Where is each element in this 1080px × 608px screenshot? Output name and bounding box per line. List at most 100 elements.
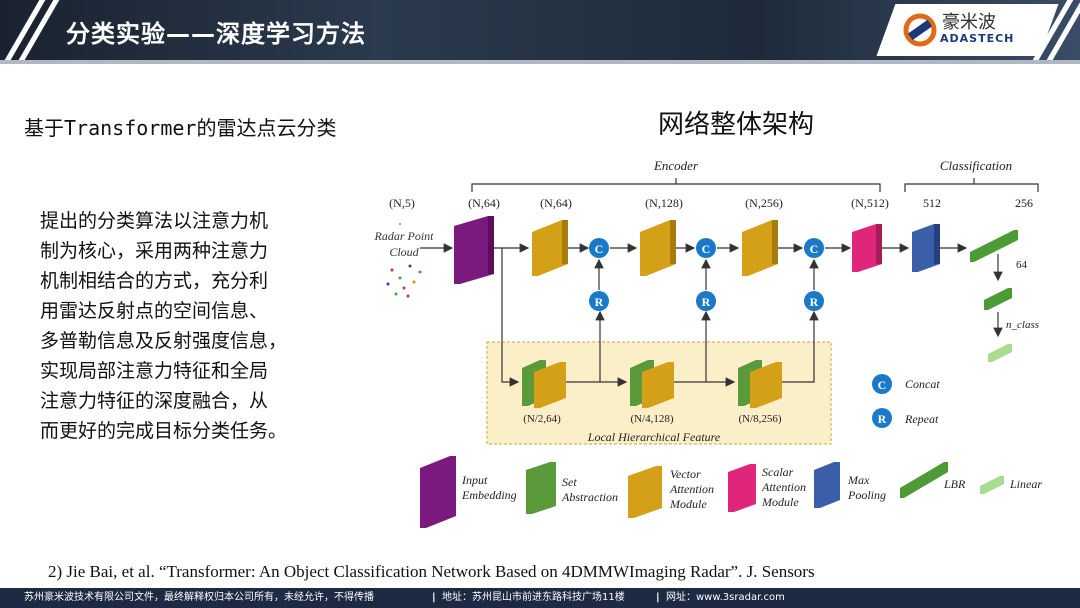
dim-embedding: (N,64) [468, 196, 500, 210]
legend-max-pooling-line1: Max [847, 473, 870, 487]
company-logo: 豪米波 ADASTECH [900, 6, 1050, 54]
dim-stage2: (N,128) [645, 196, 683, 210]
vector-attention-block-3 [742, 220, 778, 276]
footer-company-note: 苏州豪米波技术有限公司文件，最终解释权归本公司所有，未经允许，不得传播 [24, 592, 374, 603]
repeat-legend-icon [872, 408, 892, 428]
legend-vector-attention-line3: Module [669, 497, 707, 511]
local-set-abstraction-block-1 [522, 360, 566, 408]
legend-set-abstraction-line2: Abstraction [561, 490, 618, 504]
description-line: 注意力特征的深度融合，从 [40, 390, 269, 412]
description-line: 多普勒信息及反射强度信息， [40, 330, 288, 352]
concat-symbol: C [702, 242, 711, 256]
local-dim-2: (N/4,128) [630, 413, 673, 425]
legend-scalar-attention-line3: Module [761, 495, 799, 509]
logo-english-name: ADASTECH [940, 32, 1015, 45]
legend-linear-swatch [980, 476, 1004, 494]
footer-website[interactable]: 网址：www.3sradar.com [666, 592, 785, 603]
radar-point-cloud-icon [386, 223, 422, 298]
dim-linear: n_class [1006, 319, 1039, 331]
lbr-block-2 [984, 288, 1012, 310]
logo-mark-icon [903, 13, 937, 47]
description-line: 实现局部注意力特征和全局 [40, 360, 269, 382]
legend-scalar-attention-swatch [728, 464, 756, 512]
concat-symbol: C [878, 378, 887, 392]
legend-set-abstraction-swatch [526, 462, 556, 514]
linear-block [988, 344, 1012, 362]
description-line: 而更好的完成目标分类任务。 [40, 420, 288, 442]
repeat-legend-label: Repeat [904, 412, 939, 426]
footer-bar: 苏州豪米波技术有限公司文件，最终解释权归本公司所有，未经允许，不得传播 | 地址… [0, 588, 1080, 608]
diagram-title: 网络整体架构 [658, 110, 815, 140]
branch-arrow [782, 310, 819, 383]
legend-vector-attention-swatch [628, 466, 662, 518]
classification-label: Classification [940, 158, 1012, 173]
max-pooling-block [912, 224, 940, 272]
branch-arrow [501, 248, 520, 387]
description-line: 用雷达反射点的空间信息、 [40, 300, 269, 322]
input-label-line1: Radar Point [374, 229, 435, 243]
legend-max-pooling-swatch [814, 462, 840, 508]
local-dim-3: (N/8,256) [738, 413, 781, 425]
repeat-node-1 [589, 291, 609, 311]
local-set-abstraction-block-3 [738, 360, 782, 408]
input-label-line2: Cloud [389, 245, 419, 259]
concat-legend-label: Concat [905, 377, 940, 391]
dim-input: (N,5) [389, 196, 415, 210]
description-text: 提出的分类算法以注意力机 制为核心，采用两种注意力 机制相结合的方式，充分利 用… [40, 206, 340, 446]
local-feature-label: Local Hierarchical Feature [587, 430, 721, 444]
legend-embedding-line1: Input [461, 473, 488, 487]
encoder-brace [471, 183, 881, 192]
concat-node-1 [589, 238, 609, 258]
legend-scalar-attention-line1: Scalar [762, 465, 794, 479]
description-line: 机制相结合的方式，充分利 [40, 270, 269, 292]
page-title: 分类实验——深度学习方法 [66, 20, 366, 48]
legend-vector-attention-line2: Attention [669, 482, 714, 496]
repeat-symbol: R [702, 295, 711, 309]
footer-separator: | [432, 592, 436, 603]
dim-stage1: (N,64) [540, 196, 572, 210]
dim-stage3: (N,256) [745, 196, 783, 210]
description-line: 提出的分类算法以注意力机 [40, 210, 269, 232]
repeat-node-3 [804, 291, 824, 311]
legend-max-pooling-line2: Pooling [847, 488, 886, 502]
concat-symbol: C [810, 242, 819, 256]
vector-attention-block-1 [532, 220, 568, 276]
input-embedding-block [454, 216, 494, 284]
vector-attention-block-2 [640, 220, 676, 276]
concat-legend-icon [872, 374, 892, 394]
legend-vector-attention-line1: Vector [670, 467, 701, 481]
legend-lbr-swatch [900, 462, 948, 498]
lbr-block-1 [970, 230, 1018, 262]
dim-lbr2: 64 [1016, 259, 1028, 271]
dim-maxpool: 512 [923, 196, 941, 210]
section-subtitle: 基于Transformer的雷达点云分类 [24, 116, 337, 140]
legend-linear-label: Linear [1009, 477, 1042, 491]
legend-embedding-swatch [420, 456, 456, 528]
legend-scalar-attention-line2: Attention [761, 480, 806, 494]
logo-chinese-name: 豪米波 [942, 12, 996, 33]
concat-symbol: C [595, 242, 604, 256]
repeat-node-2 [696, 291, 716, 311]
legend-embedding-line2: Embedding [461, 488, 517, 502]
legend-lbr-label: LBR [943, 477, 966, 491]
footer-separator: | [656, 592, 660, 603]
header-divider [0, 60, 1080, 64]
legend-set-abstraction-line1: Set [562, 475, 577, 489]
description-line: 制为核心，采用两种注意力 [40, 240, 269, 262]
repeat-symbol: R [595, 295, 604, 309]
dim-scalar: (N,512) [851, 196, 889, 210]
concat-node-2 [696, 238, 716, 258]
header-bar: 分类实验——深度学习方法 豪米波 ADASTECH [0, 0, 1080, 60]
dim-lbr1: 256 [1015, 196, 1033, 210]
concat-node-3 [804, 238, 824, 258]
repeat-symbol: R [878, 412, 887, 426]
local-dim-1: (N/2,64) [523, 413, 561, 425]
encoder-label: Encoder [653, 158, 699, 173]
reference-citation: 2) Jie Bai, et al. “Transformer: An Obje… [48, 562, 815, 581]
repeat-symbol: R [810, 295, 819, 309]
footer-address: 地址：苏州昆山市前进东路科技广场11楼 [442, 592, 625, 603]
local-set-abstraction-block-2 [630, 360, 674, 408]
legend: Input Embedding Set Abstraction Vector A… [420, 456, 1042, 528]
scalar-attention-block [852, 224, 882, 272]
